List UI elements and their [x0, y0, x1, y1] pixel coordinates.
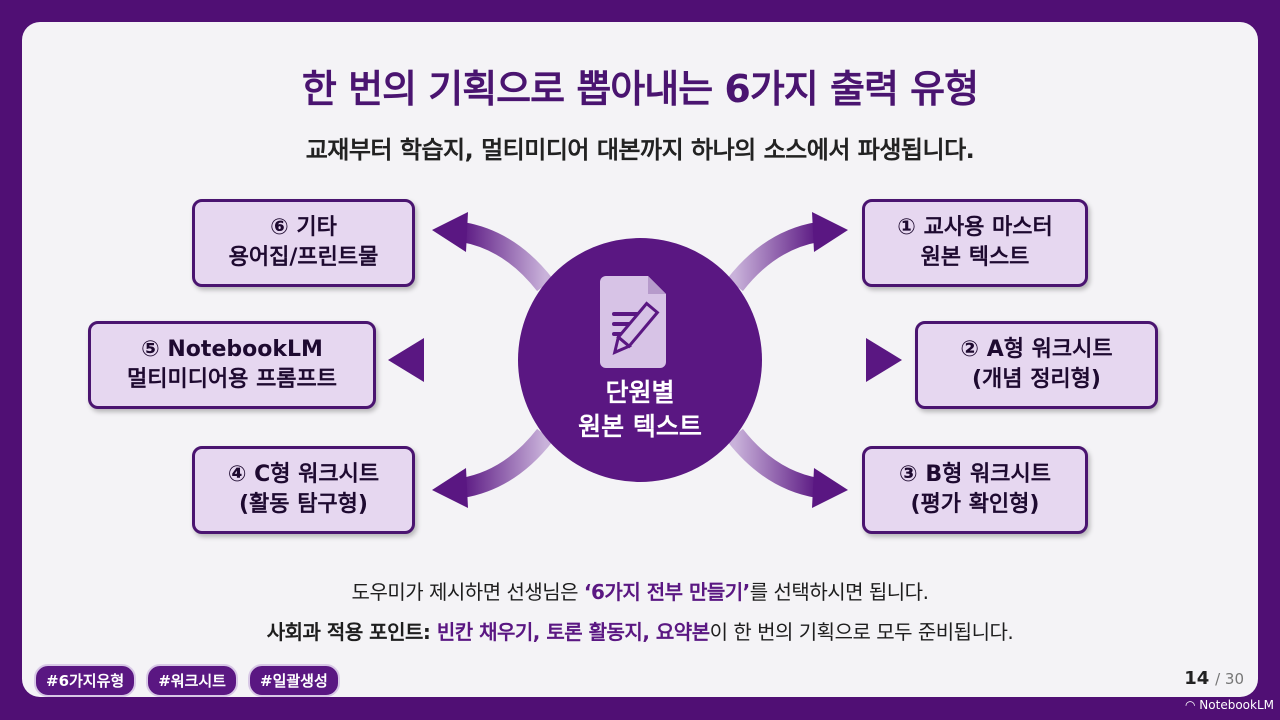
text: 를 선택하시면 됩니다.	[749, 580, 929, 604]
output-box-3: ③ B형 워크시트 (평가 확인형)	[862, 446, 1088, 534]
page-indicator: 14 / 30	[1184, 668, 1244, 689]
tag: #워크시트	[146, 664, 238, 697]
arrow-to-1	[727, 212, 848, 292]
highlight: ‘6가지 전부 만들기’	[583, 580, 750, 604]
box-line2: 원본 텍스트	[920, 245, 1030, 270]
page-total: / 30	[1215, 670, 1244, 688]
output-box-2: ② A형 워크시트 (개념 정리형)	[915, 321, 1158, 409]
arrow-to-2	[765, 338, 902, 382]
box-line1: ② A형 워크시트	[960, 337, 1113, 362]
arrow-to-4	[432, 428, 553, 508]
text: 도우미가 제시하면 선생님은	[351, 580, 584, 604]
brand-watermark: ◠ NotebookLM	[1185, 698, 1274, 712]
slide-subtitle: 교재부터 학습지, 멀티미디어 대본까지 하나의 소스에서 파생됩니다.	[305, 136, 975, 164]
notebooklm-logo-icon: ◠	[1185, 698, 1200, 712]
box-line1: ⑥ 기타	[270, 215, 337, 240]
document-pencil-icon	[600, 276, 666, 368]
output-box-5: ⑤ NotebookLM 멀티미디어용 프롬프트	[88, 321, 376, 409]
arrow-to-3	[727, 428, 848, 508]
box-line2: (평가 확인형)	[910, 492, 1040, 517]
box-line1: ⑤ NotebookLM	[141, 337, 323, 362]
tag: #일괄생성	[248, 664, 340, 697]
box-line1: ④ C형 워크시트	[227, 462, 380, 487]
box-line1: ① 교사용 마스터	[897, 215, 1053, 240]
brand-label: NotebookLM	[1199, 698, 1274, 712]
center-label-line1: 단원별	[605, 378, 675, 407]
output-box-4: ④ C형 워크시트 (활동 탐구형)	[192, 446, 415, 534]
box-line1: ③ B형 워크시트	[899, 462, 1051, 487]
page-current: 14	[1184, 668, 1210, 689]
slide-title: 한 번의 기획으로 뽑아내는 6가지 출력 유형	[301, 67, 979, 111]
box-line2: (개념 정리형)	[972, 367, 1101, 392]
bottom-line-1: 도우미가 제시하면 선생님은 ‘6가지 전부 만들기’를 선택하시면 됩니다.	[0, 576, 1280, 605]
text: 이 한 번의 기획으로 모두 준비됩니다.	[709, 620, 1014, 644]
bottom-line-2: 사회과 적용 포인트: 빈칸 채우기, 토론 활동지, 요약본이 한 번의 기획…	[0, 616, 1280, 645]
arrow-to-5	[388, 338, 515, 382]
text: 사회과 적용 포인트:	[266, 620, 437, 644]
arrow-to-6	[432, 212, 553, 292]
tag-list: #6가지유형 #워크시트 #일괄생성	[34, 664, 340, 697]
box-line2: 용어집/프린트물	[228, 245, 379, 270]
tag: #6가지유형	[34, 664, 137, 697]
box-line2: (활동 탐구형)	[239, 492, 368, 517]
highlight: 빈칸 채우기, 토론 활동지, 요약본	[436, 620, 710, 644]
box-line2: 멀티미디어용 프롬프트	[126, 367, 338, 392]
center-label-line2: 원본 텍스트	[578, 412, 702, 441]
